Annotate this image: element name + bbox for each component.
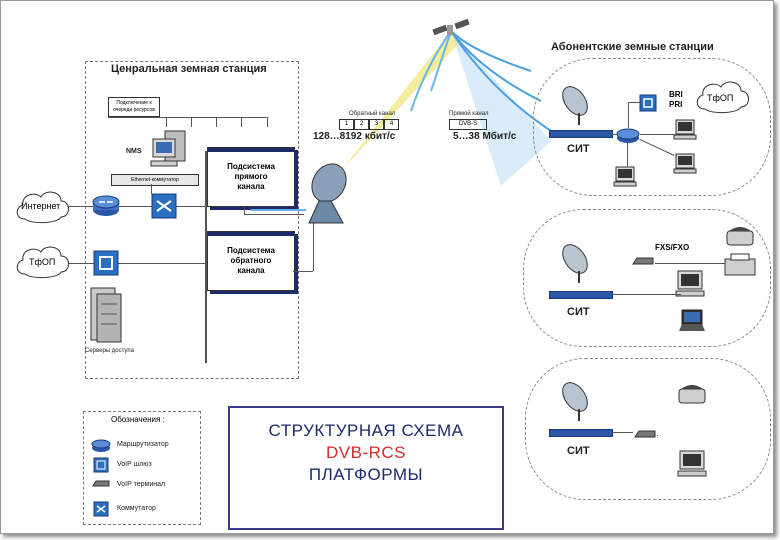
laptop-icon-2 bbox=[679, 309, 705, 331]
sit-unit-3 bbox=[549, 429, 613, 437]
computer-icon-1b bbox=[673, 153, 697, 174]
legend-voip-terminal-icon bbox=[92, 480, 110, 487]
diagram-title-box: СТРУКТУРНАЯ СХЕМА DVB-RCS ПЛАТФОРМЫ bbox=[228, 406, 504, 530]
router-icon-1 bbox=[616, 128, 640, 143]
diagram-title-line2: DVB-RCS bbox=[325, 443, 406, 462]
backbone-line bbox=[205, 151, 207, 363]
legend-voip-gateway-icon bbox=[93, 457, 109, 473]
voip-gateway-icon bbox=[93, 250, 119, 276]
access-servers-label: Серверы доступа bbox=[85, 348, 135, 354]
queue-box: Подключение к очереди ресурсов bbox=[108, 97, 160, 117]
fxs-fxo-label: FXS/FXO bbox=[655, 243, 690, 252]
sit-label-3: СИТ bbox=[567, 445, 590, 457]
satellite-beams bbox=[341, 30, 552, 186]
legend-box bbox=[83, 411, 201, 525]
computer-icon-1a bbox=[673, 119, 697, 140]
subscriber-stations-title: Абонентские земные станции bbox=[551, 41, 714, 53]
computer-icon-1c bbox=[613, 166, 637, 187]
diagram-title-line3: ПЛАТФОРМЫ bbox=[308, 465, 424, 484]
subscriber-station-2 bbox=[523, 209, 771, 347]
forward-standard: DVB-S bbox=[449, 119, 487, 130]
return-channel-title: Обратный канал bbox=[349, 111, 396, 117]
access-servers-icon bbox=[90, 287, 122, 343]
fax-icon-2 bbox=[724, 253, 756, 276]
legend-router-icon bbox=[91, 439, 111, 452]
legend-item-voip-gateway: VoIP шлюз bbox=[117, 461, 152, 468]
forward-rate-label: 5…38 Мбит/с bbox=[453, 131, 517, 142]
slot-1: 1 bbox=[339, 119, 354, 130]
phone-icon-2 bbox=[726, 227, 754, 246]
satellite-icon bbox=[432, 19, 470, 36]
voip-terminal-icon-2 bbox=[632, 257, 654, 265]
pstn-label-right: ТфОП bbox=[707, 93, 734, 103]
bri-label: BRI bbox=[669, 90, 683, 99]
legend-item-voip-terminal: VoIP терминал bbox=[117, 481, 166, 488]
nms-computer-icon bbox=[150, 130, 186, 167]
internet-label: Интернет bbox=[21, 201, 61, 211]
computer-icon-3 bbox=[677, 450, 707, 477]
ethernet-label: Ethernet-коммутатор bbox=[131, 177, 179, 183]
forward-channel-title: Прямой канал bbox=[449, 111, 489, 117]
legend-switch-icon bbox=[93, 501, 109, 517]
central-station-title: Ценральная земная станция bbox=[111, 63, 267, 75]
central-station-box bbox=[85, 61, 299, 379]
vsat-dish-3 bbox=[562, 382, 588, 421]
return-rate-label: 128…8192 кбит/с bbox=[313, 131, 396, 142]
switch-icon bbox=[151, 193, 177, 219]
voip-terminal-icon-3 bbox=[634, 430, 656, 438]
vsat-dish-2 bbox=[562, 244, 588, 283]
phone-icon-3 bbox=[678, 385, 706, 404]
return-subsystem-box: Подсистема обратного канала bbox=[207, 231, 295, 291]
sit-unit-2 bbox=[549, 291, 613, 299]
sit-label-1: СИТ bbox=[567, 143, 590, 155]
computer-icon-2 bbox=[675, 270, 705, 297]
nms-label: NMS bbox=[126, 148, 142, 155]
legend-item-switch: Коммутатор bbox=[117, 505, 156, 512]
slot-2: 2 bbox=[354, 119, 369, 130]
subscriber-station-3 bbox=[525, 358, 771, 500]
queue-label: Подключение к очереди ресурсов bbox=[113, 100, 155, 113]
subscriber-station-1 bbox=[533, 58, 771, 196]
diagram-title-line1: СТРУКТУРНАЯ СХЕМА bbox=[268, 421, 464, 440]
forward-subsystem-label: Подсистема прямого канала bbox=[227, 162, 275, 191]
pstn-cloud-right bbox=[696, 81, 749, 114]
pstn-label-left: ТфОП bbox=[29, 257, 56, 267]
sit-label-2: СИТ bbox=[567, 306, 590, 318]
pri-label: PRI bbox=[669, 100, 683, 109]
pstn-cloud-left bbox=[16, 246, 69, 279]
legend-title: Обозначения : bbox=[111, 415, 165, 424]
legend-item-router: Маршрутизатор bbox=[117, 441, 169, 448]
vsat-dish-1 bbox=[562, 86, 588, 125]
return-subsystem-label: Подсистема обратного канала bbox=[227, 246, 275, 275]
slot-4: 4 bbox=[384, 119, 399, 130]
tdma-slots: 1 2 3 4 bbox=[339, 119, 399, 130]
slot-3: 3 bbox=[369, 119, 384, 130]
voip-gateway-icon-1 bbox=[639, 94, 657, 112]
ethernet-switch: Ethernet-коммутатор bbox=[111, 174, 199, 186]
sit-unit-1 bbox=[549, 130, 613, 138]
router-icon bbox=[92, 195, 120, 216]
internet-cloud bbox=[16, 191, 69, 224]
forward-subsystem-box: Подсистема прямого канала bbox=[207, 147, 295, 207]
hub-antenna-icon bbox=[308, 163, 347, 224]
